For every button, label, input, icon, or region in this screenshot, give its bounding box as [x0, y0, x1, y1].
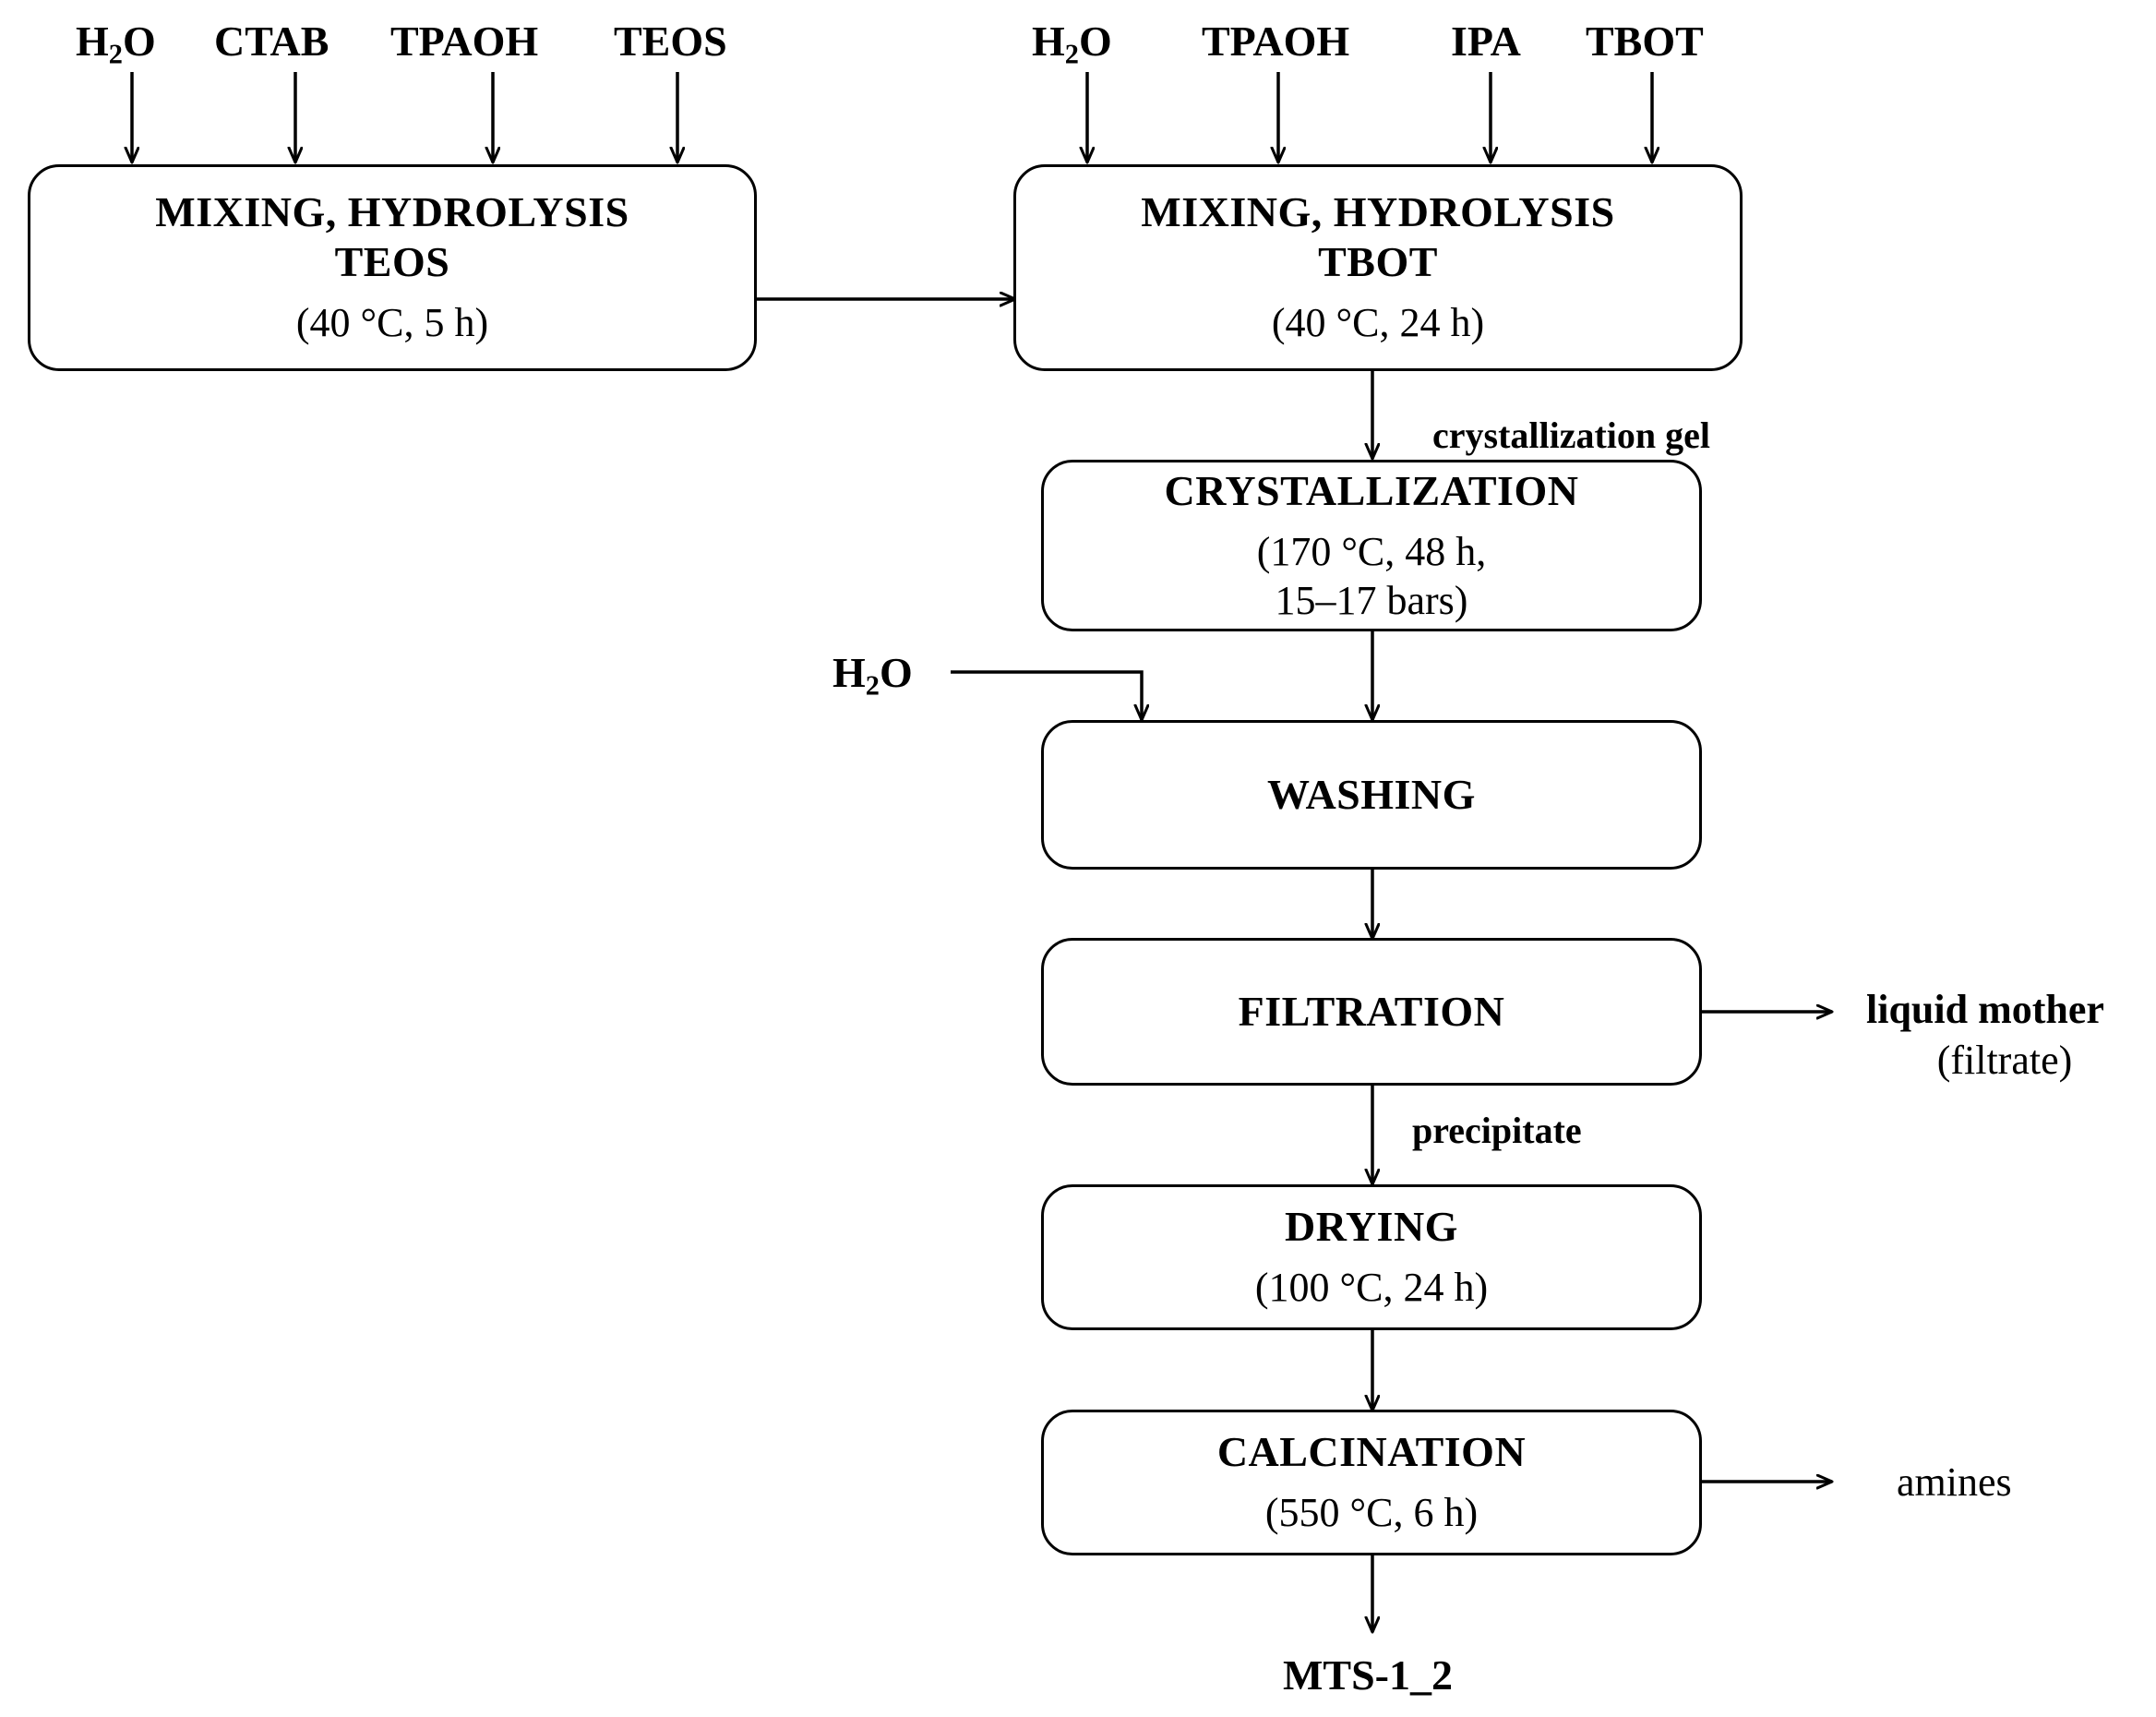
node-mixing-hydrolysis-teos[interactable]: MIXING, HYDROLYSIS TEOS (40 °C, 5 h) — [28, 164, 757, 371]
node-title: WASHING — [1267, 771, 1476, 819]
edge-label-precipitate: precipitate — [1412, 1110, 1582, 1151]
product-label-mts-1-2: MTS-1_2 — [1283, 1651, 1453, 1699]
node-title: DRYING — [1285, 1202, 1458, 1250]
arrow-h2o-to-washing — [951, 670, 1142, 720]
output-label-filtrate: liquid mother (filtrate) — [1866, 984, 2143, 1086]
feed-label-h2o-right: H2O — [1032, 18, 1112, 70]
feed-label-h2o-washing: H2O — [832, 649, 913, 702]
output-filtrate-line1: liquid mother — [1866, 987, 2104, 1032]
output-label-amines: amines — [1897, 1457, 2012, 1507]
node-crystallization[interactable]: CRYSTALLIZATION (170 °C, 48 h, 15–17 bar… — [1041, 460, 1702, 631]
node-mixing-hydrolysis-tbot[interactable]: MIXING, HYDROLYSIS TBOT (40 °C, 24 h) — [1013, 164, 1743, 371]
output-filtrate-line2: (filtrate) — [1936, 1038, 2073, 1083]
feed-label-tpaoh-left: TPAOH — [390, 18, 539, 65]
node-subtitle: (170 °C, 48 h, 15–17 bars) — [1256, 528, 1487, 623]
node-subtitle: (40 °C, 5 h) — [295, 299, 489, 345]
feed-label-ctab: CTAB — [214, 18, 329, 65]
node-title: CALCINATION — [1216, 1427, 1527, 1475]
output-amines-text: amines — [1897, 1459, 2012, 1505]
edge-label-crystallization-gel: crystallization gel — [1432, 414, 1711, 456]
node-calcination[interactable]: CALCINATION (550 °C, 6 h) — [1041, 1410, 1702, 1555]
node-subtitle: (550 °C, 6 h) — [1264, 1490, 1479, 1536]
node-subtitle: (40 °C, 24 h) — [1271, 299, 1485, 345]
feed-label-tbot: TBOT — [1586, 18, 1704, 65]
node-filtration[interactable]: FILTRATION — [1041, 938, 1702, 1086]
feed-label-tpaoh-right: TPAOH — [1202, 18, 1350, 65]
node-title: MIXING, HYDROLYSIS TEOS — [155, 188, 629, 285]
feed-label-h2o-left: H2O — [76, 18, 156, 70]
node-subtitle: (100 °C, 24 h) — [1254, 1265, 1489, 1311]
node-drying[interactable]: DRYING (100 °C, 24 h) — [1041, 1184, 1702, 1330]
feed-label-ipa: IPA — [1451, 18, 1521, 65]
node-title: MIXING, HYDROLYSIS TBOT — [1141, 188, 1615, 285]
feed-label-teos: TEOS — [614, 18, 727, 65]
node-title: CRYSTALLIZATION — [1164, 466, 1579, 514]
node-washing[interactable]: WASHING — [1041, 720, 1702, 870]
node-title: FILTRATION — [1238, 988, 1505, 1036]
